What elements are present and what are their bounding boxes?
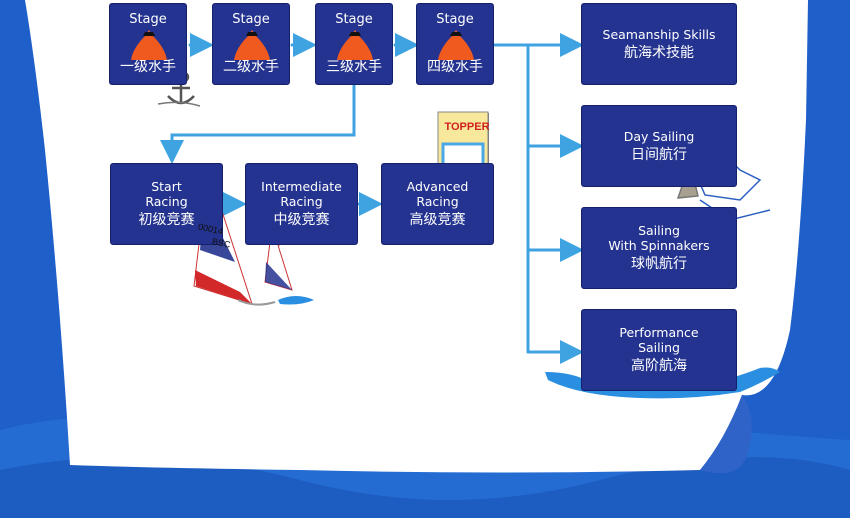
skill-box-spinnakers: Sailing With Spinnakers 球帆航行 — [581, 207, 737, 289]
flag-label: TOPPER — [444, 121, 490, 133]
stage-box-4: Stage 四级水手 — [416, 3, 494, 85]
racing-label-en2: Racing — [145, 194, 188, 209]
racing-label-en1: Start — [151, 179, 182, 194]
skill-label-en1: Performance — [619, 325, 699, 340]
racing-label-en1: Intermediate — [261, 179, 342, 194]
stage-box-3: Stage 三级水手 — [315, 3, 393, 85]
stage-label-en: Stage — [436, 12, 474, 27]
stage-label-cn: 四级水手 — [427, 59, 483, 75]
skill-label-cn: 高阶航海 — [631, 358, 687, 374]
stage-label-cn: 一级水手 — [120, 59, 176, 75]
racing-label-cn: 高级竞赛 — [409, 212, 466, 228]
paper-curl — [700, 395, 752, 474]
skill-label-en1: Seamanship Skills — [602, 26, 716, 42]
skill-label-cn: 球帆航行 — [631, 256, 687, 272]
skill-box-seamanship: Seamanship Skills 航海术技能 — [581, 3, 737, 85]
stage-label-cn: 三级水手 — [326, 59, 382, 75]
stage-label-en: Stage — [129, 12, 167, 27]
buoy-icon — [438, 30, 474, 60]
racing-label-en1: Advanced — [406, 179, 469, 194]
buoy-icon — [131, 30, 167, 60]
stage-label-en: Stage — [232, 12, 270, 27]
skill-label-en1: Day Sailing — [623, 128, 695, 144]
skill-label-en2: Sailing — [638, 340, 680, 355]
racing-box-start: Start Racing 初级竞赛 — [110, 163, 223, 245]
skill-label-en1: Sailing — [638, 223, 680, 238]
skill-label-cn: 航海术技能 — [624, 44, 694, 61]
skill-label-en2: With Spinnakers — [608, 238, 710, 253]
stage-box-2: Stage 二级水手 — [212, 3, 290, 85]
stage-label-en: Stage — [335, 12, 373, 27]
racing-box-advanced: Advanced Racing 高级竞赛 — [381, 163, 494, 245]
stage-label-cn: 二级水手 — [223, 59, 279, 75]
racing-label-cn: 中级竞赛 — [273, 212, 330, 228]
racing-label-cn: 初级竞赛 — [138, 212, 195, 228]
buoy-icon — [234, 30, 270, 60]
skill-label-cn: 日间航行 — [631, 146, 687, 163]
buoy-icon — [337, 30, 373, 60]
racing-box-intermediate: Intermediate Racing 中级竞赛 — [245, 163, 358, 245]
stage-box-1: Stage 一级水手 — [109, 3, 187, 85]
racing-label-en2: Racing — [416, 194, 459, 209]
skill-box-performance: Performance Sailing 高阶航海 — [581, 309, 737, 391]
racing-label-en2: Racing — [280, 194, 323, 209]
skill-box-day-sailing: Day Sailing 日间航行 — [581, 105, 737, 187]
